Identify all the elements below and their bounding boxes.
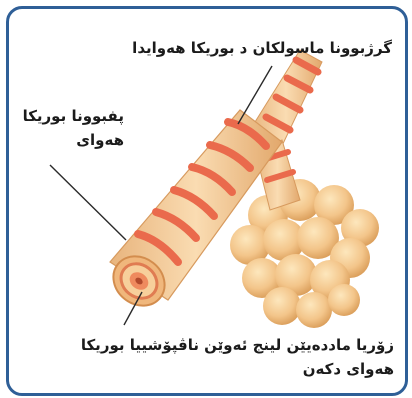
mucus-label-line1: زۆریا ماددەیێن لینج ئەوێن ناڤپۆشییا بوری… [14,333,394,357]
airway-swelling-label: پفبوونا بوریکا هەوای [14,104,124,152]
mucus-label: زۆریا ماددەیێن لینج ئەوێن ناڤپۆشییا بوری… [14,333,394,381]
alveoli-cluster [230,179,379,328]
mucus-label-line2: هەوای دکەن [14,357,394,381]
muscle-constriction-label: گرژبوونا ماسولکان د بوریکا هەوایدا [30,36,392,60]
airway-swelling-label-line1: پفبوونا بوریکا [14,104,124,128]
airway-swelling-label-line2: هەوای [14,128,124,152]
